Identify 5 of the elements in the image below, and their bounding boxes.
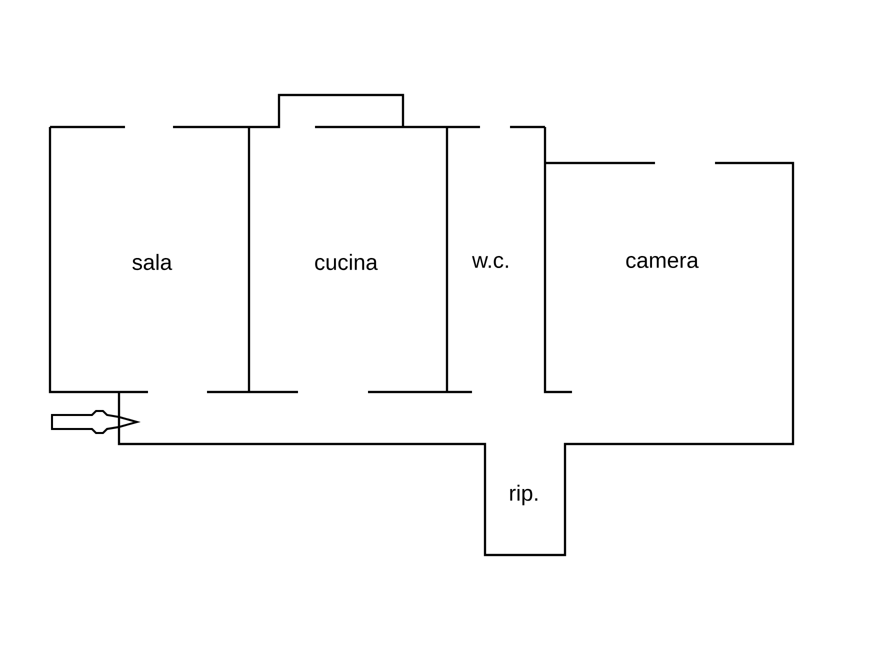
room-label: cucina bbox=[315, 254, 378, 270]
room-label: camera bbox=[626, 256, 699, 268]
room-label: w.c. bbox=[472, 256, 508, 268]
room-label: rip. bbox=[510, 484, 538, 506]
room-label: sala bbox=[132, 254, 172, 270]
